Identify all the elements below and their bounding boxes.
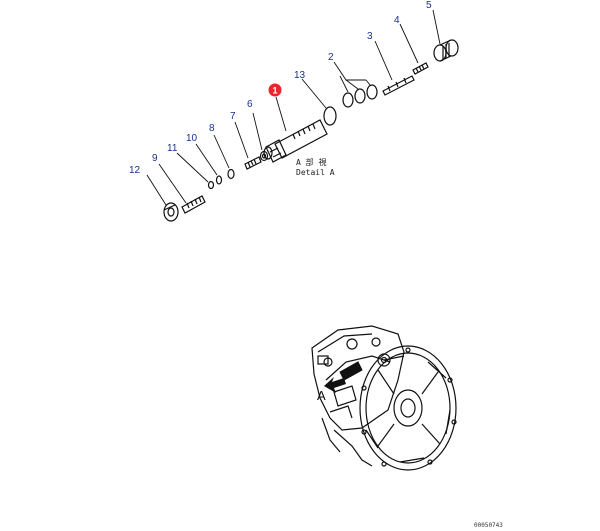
callout-12: 12 [129, 165, 141, 176]
document-number: 00050743 [474, 522, 503, 529]
view-marker-a: A [317, 388, 326, 403]
part-9-screw [181, 195, 206, 214]
callout-2: 2 [328, 52, 334, 63]
callout-11: 11 [167, 143, 178, 154]
callout-8: 8 [209, 123, 215, 134]
pump-assembly-drawing [311, 325, 457, 471]
part-10-ring [215, 175, 223, 185]
detail-label-jp: A 部 視 [296, 157, 326, 167]
callout-7: 7 [230, 111, 236, 122]
part-6-nut [259, 150, 269, 162]
part-11-o-ring [207, 180, 215, 190]
callout-6: 6 [247, 99, 253, 110]
view-arrow-a [324, 377, 346, 393]
callout-5: 5 [426, 0, 432, 11]
callout-4: 4 [394, 15, 400, 26]
callout-1-highlight [268, 83, 282, 97]
part-13-o-ring [323, 106, 337, 126]
part-8-washer [227, 168, 235, 180]
part-12-lock-nut [163, 202, 179, 222]
part-3-spool [382, 75, 415, 96]
callout-13: 13 [294, 70, 306, 81]
callout-1: 1 [272, 86, 277, 96]
detail-label-en: Detail A [296, 168, 335, 177]
part-1-valve-body [263, 119, 328, 163]
part-5-cap [433, 39, 459, 62]
callout-9: 9 [152, 153, 158, 164]
part-2-o-rings [342, 84, 378, 108]
callout-10: 10 [186, 133, 198, 144]
callout-3: 3 [367, 31, 373, 42]
part-7-spring [244, 156, 262, 170]
part-4-spring [412, 62, 429, 75]
